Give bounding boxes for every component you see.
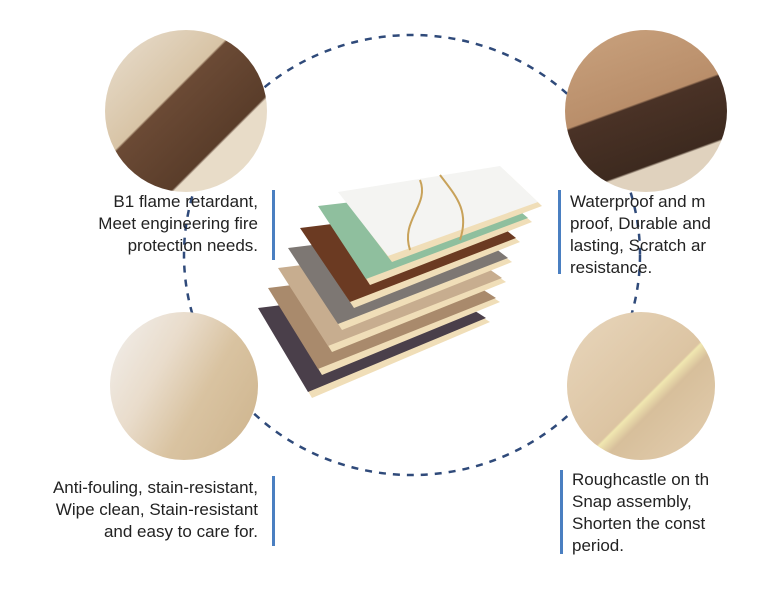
flame-retardant-photo xyxy=(105,30,267,192)
accent-bar xyxy=(272,190,275,260)
feature-waterproof: Waterproof and m proof, Durable and last… xyxy=(570,192,711,277)
anti-fouling-photo xyxy=(110,312,258,460)
feature-flame-retardant: B1 flame retardant, Meet engineering fir… xyxy=(98,192,258,255)
feature-snap-assembly: Roughcastle on th Snap assembly, Shorten… xyxy=(572,470,710,555)
waterproof-photo xyxy=(565,30,727,192)
accent-bar xyxy=(560,470,563,554)
accent-bar xyxy=(558,190,561,274)
accent-bar xyxy=(272,476,275,546)
snap-assembly-photo xyxy=(567,312,715,460)
feature-anti-fouling: Anti-fouling, stain-resistant, Wipe clea… xyxy=(52,478,258,541)
